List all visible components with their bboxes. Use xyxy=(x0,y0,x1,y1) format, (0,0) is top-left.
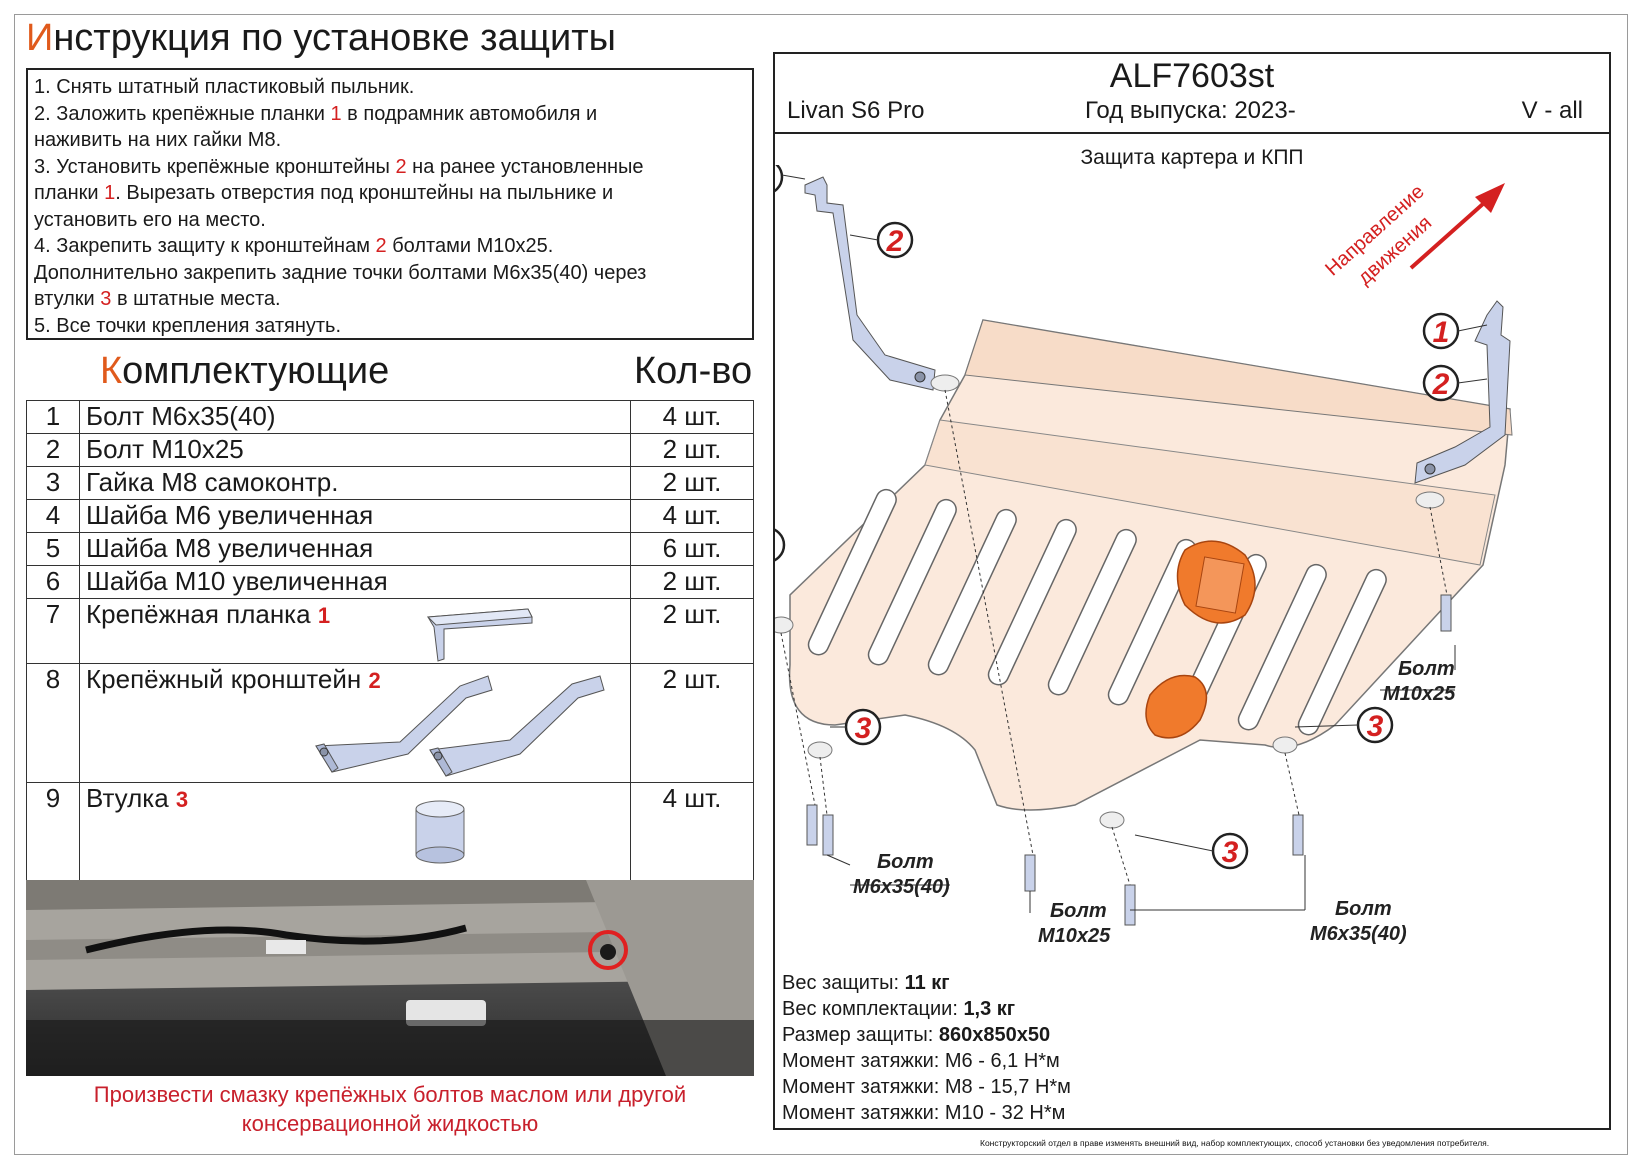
spec-torque-m6: Момент затяжки: М6 - 6,1 Н*м xyxy=(782,1050,1060,1072)
quantity-heading: Кол-во xyxy=(634,350,753,392)
product-header: ALF7603st Livan S6 Pro Год выпуска: 2023… xyxy=(773,52,1611,134)
page-frame xyxy=(14,14,1628,1155)
callout-3: 3 xyxy=(1134,832,1249,870)
callout-1: 1 xyxy=(775,165,806,193)
callout-3: 3 xyxy=(830,708,882,746)
spec-kit-weight: Вес комплектации: 1,3 кг xyxy=(782,998,1016,1020)
bolts xyxy=(806,594,1452,926)
callout-2: 2 xyxy=(849,221,914,259)
instructions-box: 1. Снять штатный пластиковый пыльник. 2.… xyxy=(26,68,754,340)
mounting-bracket-right xyxy=(1414,300,1511,484)
bolt-label: Болт xyxy=(1050,900,1107,922)
grease-note: Произвести смазку крепёжных болтов масло… xyxy=(93,1082,687,1136)
skid-plate xyxy=(788,319,1513,811)
instruction-line: Дополнительно закрепить задние точки бол… xyxy=(34,261,647,284)
instruction-line: 1. Снять штатный пластиковый пыльник. xyxy=(34,76,415,98)
bolt-label: М6х35(40) xyxy=(1310,923,1407,945)
instruction-line: установить его на место. xyxy=(34,208,266,231)
instruction-line: 4. Закрепить защиту к кронштейнам 2 болт… xyxy=(34,235,554,257)
spec-weight: Вес защиты: 11 кг xyxy=(782,972,950,994)
spec-torque-m8: Момент затяжки: М8 - 15,7 Н*м xyxy=(782,1076,1071,1098)
bolt-label: М10х25 xyxy=(1038,925,1111,947)
skid-plate-diagram: Направление движения 1 2 1 2 3 xyxy=(775,165,1513,947)
instruction-line: наживить на них гайки М8. xyxy=(34,129,282,151)
service-hatches xyxy=(1145,540,1256,739)
svg-text:3: 3 xyxy=(1222,836,1239,869)
table-row: 7 Крепёжная планка 1 2 шт. xyxy=(26,598,754,664)
bolt-label: М6х35(40) xyxy=(853,876,950,898)
instruction-line: втулки 3 в штатные места. xyxy=(34,288,281,310)
bolt-labels: Болт М10х25 Болт М6х35(40) Болт М10х25 Б… xyxy=(853,658,1456,947)
engine-variant: V - all xyxy=(1521,97,1583,124)
bolt-label: М10х25 xyxy=(1383,683,1456,705)
svg-text:3: 3 xyxy=(775,530,776,563)
svg-text:2: 2 xyxy=(886,225,904,258)
page-title: Инструкция по установке защиты xyxy=(26,17,616,59)
article-number: ALF7603st xyxy=(1109,57,1275,95)
instruction-line: 3. Установить крепёжные кронштейны 2 на … xyxy=(34,155,644,178)
kit-heading: Комплектующие xyxy=(100,350,390,392)
table-row: 9 Втулка 3 4 шт. xyxy=(26,782,754,888)
direction-arrow: Направление движения xyxy=(1321,181,1505,289)
svg-text:3: 3 xyxy=(1367,710,1384,743)
callout-3: 3 xyxy=(775,528,786,563)
mounting-plate-image xyxy=(426,608,533,662)
protection-title: Защита картера и КПП xyxy=(1080,146,1304,169)
svg-text:3: 3 xyxy=(855,712,872,745)
bolt-label: Болт xyxy=(877,851,934,873)
callout-2: 2 xyxy=(1422,364,1488,402)
installation-photo xyxy=(26,880,754,1076)
table-row: 8 Крепёжный кронштейн 2 2 шт. xyxy=(26,663,754,783)
svg-text:1: 1 xyxy=(1433,316,1450,349)
instruction-line: 5. Все точки крепления затянуть. xyxy=(34,314,342,337)
washers xyxy=(775,374,1445,829)
callouts: 1 2 1 2 3 3 3 xyxy=(775,165,1488,870)
mounting-bracket-left xyxy=(804,176,936,391)
svg-text:2: 2 xyxy=(1432,368,1450,401)
mounting-bracket-image xyxy=(315,675,605,777)
spec-torque-m10: Момент затяжки: М10 - 32 Н*м xyxy=(782,1102,1066,1124)
bolt-label: Болт xyxy=(1335,898,1392,920)
disclaimer: Конструкторский отдел в праве изменять в… xyxy=(980,1138,1490,1148)
callout-3: 3 xyxy=(1294,706,1394,744)
callout-1: 1 xyxy=(1422,312,1488,350)
model-year: Год выпуска: 2023- xyxy=(1085,97,1296,124)
specifications: Вес защиты: 11 кг Вес комплектации: 1,3 … xyxy=(782,970,1071,1126)
bolt-leader-lines xyxy=(780,389,1448,886)
instruction-line: планки 1. Вырезать отверстия под кронште… xyxy=(34,182,614,204)
bolt-label: Болт xyxy=(1398,658,1455,680)
bushing-image xyxy=(415,800,465,864)
bolt-label-pointers xyxy=(826,645,1456,913)
car-model: Livan S6 Pro xyxy=(787,97,925,124)
ventilation-slots xyxy=(807,488,1387,736)
spec-size: Размер защиты: 860х850х50 xyxy=(782,1024,1051,1046)
instruction-line: 2. Заложить крепёжные планки 1 в подрамн… xyxy=(34,102,598,125)
